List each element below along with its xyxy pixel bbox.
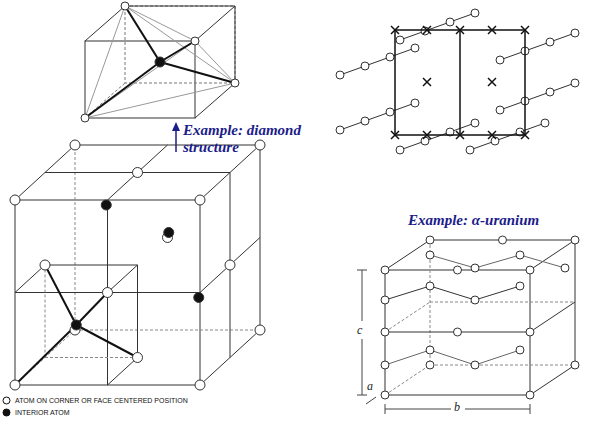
diamond-unit-cell (10, 140, 265, 390)
lattice-rows (336, 9, 579, 154)
legend-text: INTERIOR ATOM (15, 408, 70, 417)
example-caption: Example: α-uranium (408, 212, 588, 229)
dimension-label: b (453, 401, 461, 414)
tetrahedron-cube (81, 2, 239, 122)
example-caption: Example: diamond structure (183, 122, 323, 156)
filled-atom-symbol (2, 408, 11, 417)
legend-text: ATOM ON CORNER OR FACE CENTERED POSITION (15, 396, 188, 405)
legend-row: ATOM ON CORNER OR FACE CENTERED POSITION (2, 395, 188, 406)
uranium-unit-cell (357, 236, 579, 414)
open-atom-symbol (2, 396, 11, 405)
pointer-arrow (172, 122, 180, 152)
dimension-label: a (366, 380, 374, 393)
x-marks (391, 26, 529, 139)
legend-row: INTERIOR ATOM (2, 407, 70, 418)
dimension-label: c (356, 324, 363, 337)
